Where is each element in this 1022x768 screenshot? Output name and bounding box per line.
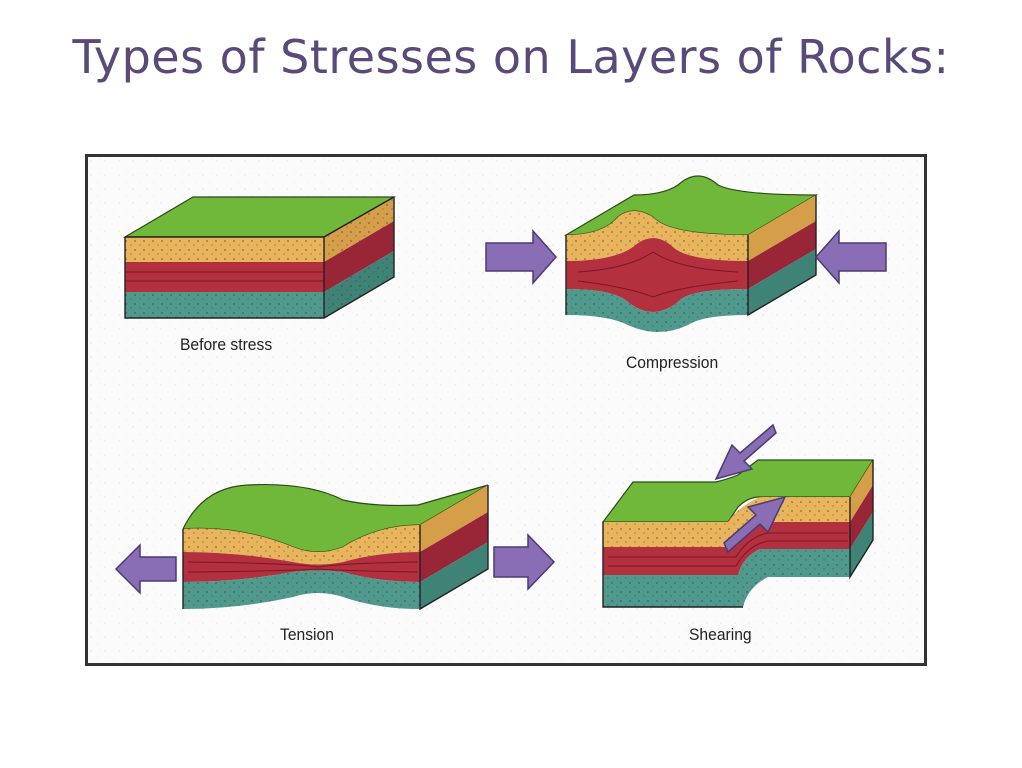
slide-title: Types of Stresses on Layers of Rocks: xyxy=(72,30,950,84)
stress-diagram-svg xyxy=(88,157,924,663)
label-tension: Tension xyxy=(280,625,334,644)
stress-diagram: Before stress Compression Tension Sheari… xyxy=(85,154,927,666)
panel-compression xyxy=(485,175,887,332)
panel-tension xyxy=(114,484,556,611)
panel-shearing xyxy=(601,423,875,608)
label-compression: Compression xyxy=(626,353,719,372)
panel-before-stress xyxy=(122,196,397,319)
label-shearing: Shearing xyxy=(689,625,752,644)
label-before-stress: Before stress xyxy=(180,335,273,354)
